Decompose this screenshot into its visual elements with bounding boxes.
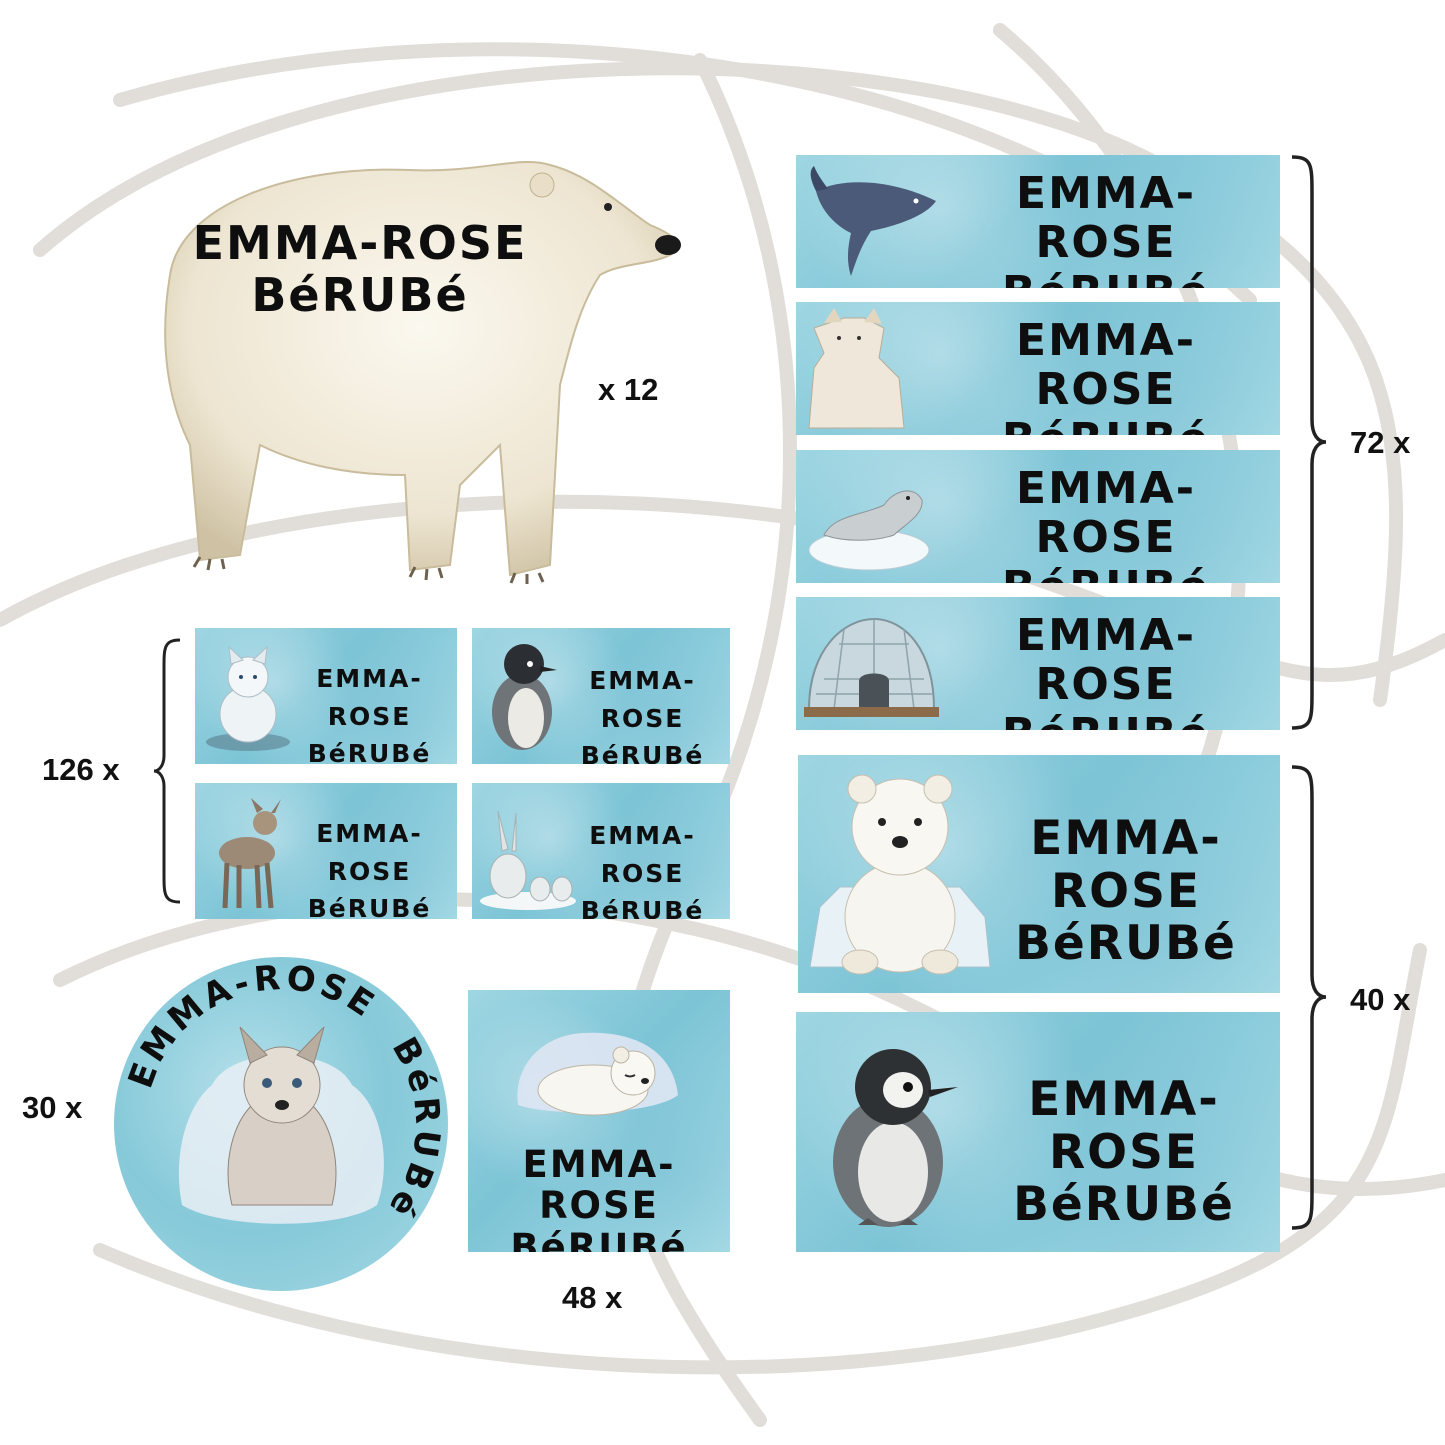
penguin-chick-label-name: EMMA-ROSE BéRUBé [974,1072,1274,1233]
first-name: EMMA-ROSE [316,819,423,886]
wolf-pup-icon [178,1026,384,1224]
fawn-label-name: EMMA-ROSE BéRUBé [287,815,452,919]
round-label [114,957,448,1291]
arctic-fox-label-name: EMMA-ROSE BéRUBé [287,660,452,764]
label-arctic-fox: EMMA-ROSE BéRUBé [195,628,457,764]
label-penguin: EMMA-ROSE BéRUBé [472,628,730,764]
bracket-126 [153,638,181,904]
last-name: BéRUBé [580,741,705,764]
penguin-icon [492,644,557,750]
first-name: EMMA-ROSE [1016,315,1196,416]
label-seal: EMMA-ROSE BéRUBé [796,450,1280,583]
qty-small-labels: 126 x [42,752,120,787]
qty-round-label: 30 x [22,1090,83,1125]
arctic-wolf-icon [808,308,905,429]
first-name: EMMA-ROSE [589,821,696,888]
label-wolf: EMMA-ROSE BéRUBé [796,302,1280,435]
penguin-label-name: EMMA-ROSE BéRUBé [560,662,725,764]
snow-hares-icon [480,810,576,910]
large-bear-name: EMMA-ROSE BéRUBé [180,216,540,322]
label-snow-hares: EMMA-ROSE BéRUBé [472,783,730,919]
first-name: EMMA-ROSE [1030,811,1222,919]
seal-icon [808,490,930,571]
label-bear-cub: EMMA-ROSE BéRUBé [798,755,1280,993]
first-name: EMMA-ROSE [1016,168,1196,269]
qty-medium-label: 48 x [562,1280,623,1315]
label-sleeping-cub: EMMA-ROSE BéRUBé [468,990,730,1252]
bracket-40 [1291,765,1327,1230]
polar-bear-icon [164,160,681,584]
last-name: BéRUBé [946,562,1266,583]
last-name: BéRUBé [307,739,432,764]
polar-bear-cub-icon [810,774,990,975]
fawn-icon [219,798,281,909]
arctic-fox-icon [206,645,290,751]
last-name: BéRUBé [946,709,1266,730]
igloo-label-name: EMMA-ROSE BéRUBé [946,611,1266,730]
last-name: BéRUBé [946,267,1266,288]
svg-text:EMMA-ROSE BéRUBé: EMMA-ROSE BéRUBé [121,958,448,1228]
last-name: BéRUBé [1015,916,1237,972]
first-name: EMMA-ROSE [589,666,696,733]
qty-long-labels: 72 x [1350,425,1411,460]
round-first-name: EMMA-ROSE [121,958,384,1094]
label-penguin-chick: EMMA-ROSE BéRUBé [796,1012,1280,1252]
first-name: EMMA-ROSE [316,664,423,731]
bear-cub-label-name: EMMA-ROSE BéRUBé [976,811,1276,972]
last-name: BéRUBé [1013,1177,1235,1233]
last-name: BéRUBé [580,896,705,919]
first-name: EMMA-ROSE [192,216,528,270]
last-name: BéRUBé [510,1225,688,1252]
last-name: BéRUBé [946,414,1266,435]
last-name: BéRUBé [251,267,469,322]
wolf-label-name: EMMA-ROSE BéRUBé [946,316,1266,435]
round-label-text: EMMA-ROSE BéRUBé [121,958,448,1228]
whale-label-name: EMMA-ROSE BéRUBé [946,169,1266,288]
penguin-chick-icon [833,1049,958,1227]
first-name: EMMA-ROSE [1016,463,1196,564]
round-last-name: BéRUBé [379,1031,448,1228]
first-name: EMMA-ROSE [1028,1072,1220,1180]
whale-icon [810,166,936,276]
first-name: EMMA-ROSE [522,1143,676,1228]
qty-big-labels: 40 x [1350,982,1411,1017]
label-igloo: EMMA-ROSE BéRUBé [796,597,1280,730]
last-name: BéRUBé [307,894,432,919]
igloo-icon [804,617,939,717]
label-fawn: EMMA-ROSE BéRUBé [195,783,457,919]
seal-label-name: EMMA-ROSE BéRUBé [946,464,1266,583]
first-name: EMMA-ROSE [1016,610,1196,711]
snow-hares-label-name: EMMA-ROSE BéRUBé [560,817,725,919]
label-whale: EMMA-ROSE BéRUBé [796,155,1280,288]
qty-large-bear: x 12 [598,372,659,407]
sleeping-cub-label-name: EMMA-ROSE BéRUBé [474,1144,724,1252]
sleeping-polar-bear-cub-icon [517,1032,678,1116]
bracket-72 [1291,155,1327,730]
